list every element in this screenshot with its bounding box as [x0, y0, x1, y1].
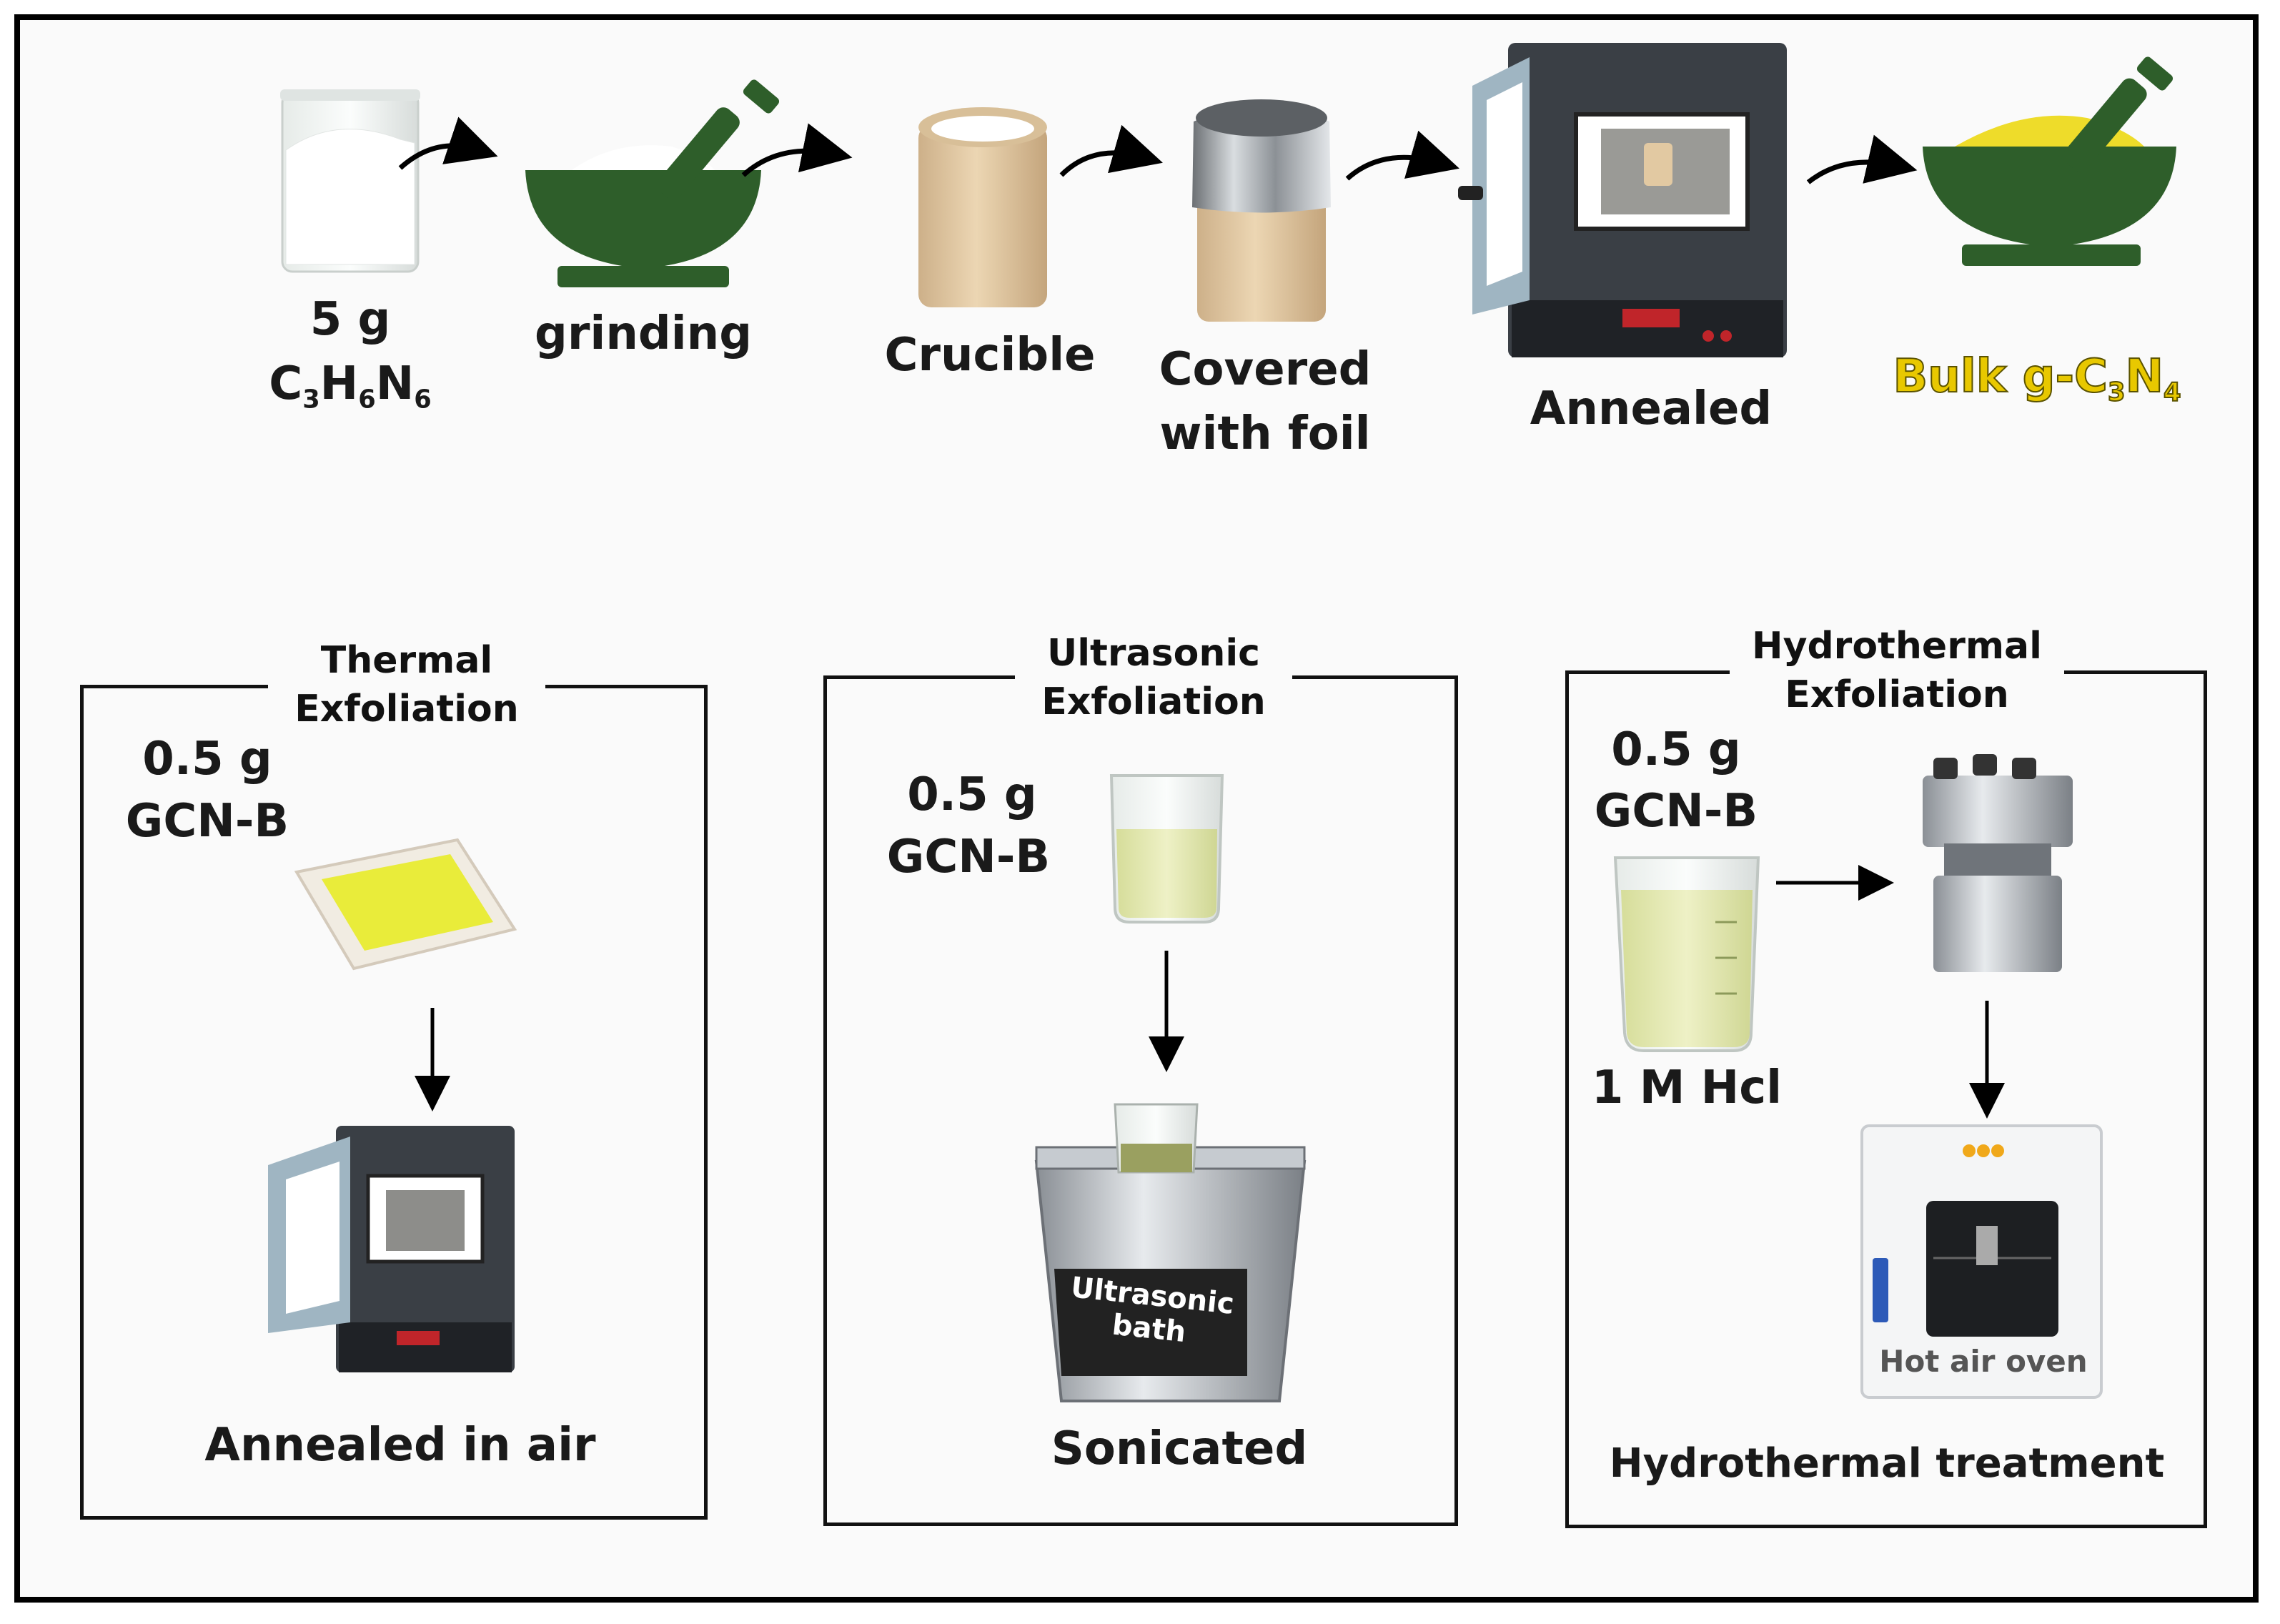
arrow-4: [1345, 130, 1459, 181]
melamine-amount: 5 g: [309, 293, 391, 346]
crucible-label: Crucible: [884, 329, 1096, 382]
furnace-small-icon: [268, 1126, 515, 1372]
autoclave-icon: [1923, 754, 2073, 972]
beaker-icon: [1109, 774, 1224, 924]
grinding-label: grinding: [535, 307, 752, 360]
arrow-5: [1806, 134, 1918, 184]
covered-label-line2: with foil: [1159, 407, 1371, 460]
thermal-amount: 0.5 g: [142, 733, 272, 786]
mortar-pestle-icon: [525, 79, 780, 287]
covered-crucible-icon: [1192, 99, 1331, 322]
ultrasonic-sample: GCN-B: [886, 831, 1051, 883]
covered-label-line1: Covered: [1159, 343, 1372, 396]
melamine-jar-icon: [280, 89, 420, 273]
ceramic-boat-icon: [294, 838, 517, 971]
ultrasonic-bath-icon: [1034, 1103, 1307, 1402]
crucible-icon: [918, 107, 1047, 307]
arrow-2: [741, 123, 853, 177]
arrow-3: [1059, 124, 1163, 177]
thermal-sample: GCN-B: [125, 795, 289, 848]
hcl-beaker-icon: [1613, 856, 1760, 1052]
muffle-furnace-icon: [1458, 43, 1787, 357]
hydrothermal-result: Hydrothermal treatment: [1609, 1440, 2165, 1487]
mortar-bulk-product-icon: [1923, 56, 2176, 266]
oven-label: Hot air oven: [1879, 1344, 2088, 1379]
hcl-label: 1 M Hcl: [1591, 1061, 1783, 1114]
ultrasonic-result: Sonicated: [1051, 1422, 1308, 1475]
hot-air-oven-icon: [1860, 1124, 2103, 1399]
annealed-label: Annealed: [1530, 382, 1773, 435]
hydrothermal-amount: 0.5 g: [1611, 723, 1741, 776]
arrow-1: [398, 117, 498, 170]
bulk-gcn-label: Bulk g-C3N4: [1892, 350, 2181, 407]
thermal-result: Annealed in air: [204, 1419, 596, 1472]
melamine-formula: C3H6N6: [269, 357, 432, 415]
hydrothermal-sample: GCN-B: [1594, 785, 1758, 838]
ultrasonic-amount: 0.5 g: [907, 768, 1037, 821]
